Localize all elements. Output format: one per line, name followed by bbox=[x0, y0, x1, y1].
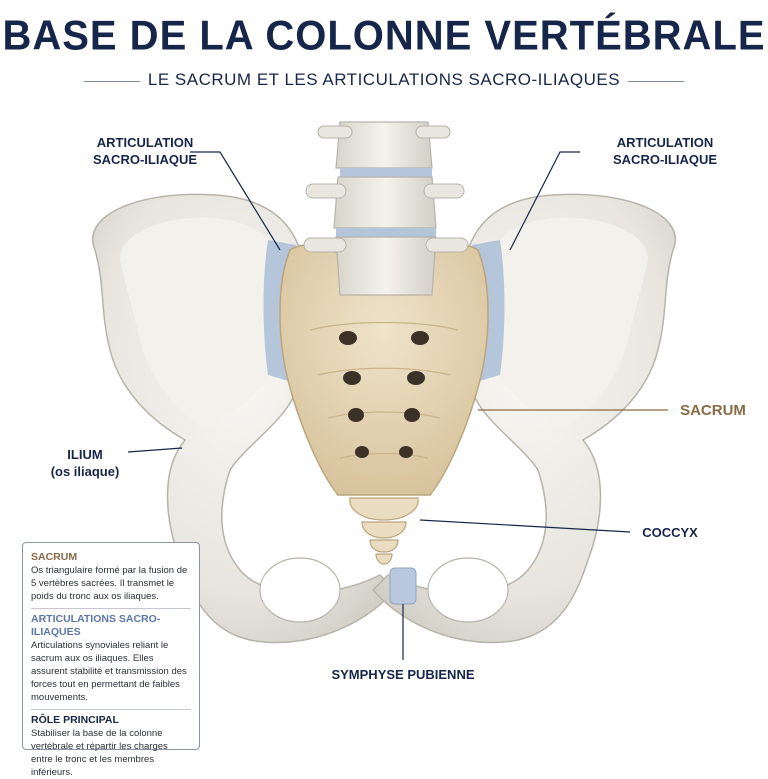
info-si-heading: ARTICULATIONS SACRO-ILIAQUES bbox=[31, 613, 161, 638]
ilium-label-line1: ILIUM bbox=[67, 447, 103, 462]
subtitle: LE SACRUM ET LES ARTICULATIONS SACRO-ILI… bbox=[84, 70, 684, 90]
pubic-symphysis bbox=[389, 567, 417, 605]
page-title: BASE DE LA COLONNE VERTÉBRALE bbox=[2, 12, 766, 60]
coccyx-bone bbox=[349, 497, 419, 565]
right-obturator-foramen bbox=[427, 557, 509, 623]
sacral-foramina bbox=[339, 331, 429, 458]
sacral-ridge-4 bbox=[339, 452, 429, 459]
info-box: SACRUM Os triangulaire formé par la fusi… bbox=[22, 542, 200, 778]
info-divider bbox=[31, 709, 191, 710]
si-left-label-line1: ARTICULATION bbox=[96, 135, 194, 150]
symphysis-label: SYMPHYSE PUBIENNE bbox=[331, 667, 475, 682]
coccyx-label: COCCYX bbox=[642, 525, 698, 540]
subtitle-text: LE SACRUM ET LES ARTICULATIONS SACRO-ILI… bbox=[139, 70, 629, 89]
info-role-text: Stabiliser la base de la colonne vertébr… bbox=[31, 728, 168, 778]
si-right-label-line1: ARTICULATION bbox=[616, 135, 714, 150]
left-iliac-fossa bbox=[120, 217, 280, 430]
sacral-ridge-2 bbox=[317, 367, 451, 376]
si-right-label-line2: SACRO-ILIAQUE bbox=[613, 152, 717, 167]
si-left-label-line2: SACRO-ILIAQUE bbox=[93, 152, 197, 167]
lumbar-spine bbox=[303, 121, 469, 296]
si-joint-left-label: ARTICULATION SACRO-ILIAQUE bbox=[70, 134, 220, 168]
left-obturator-foramen bbox=[259, 557, 341, 623]
ilium-label: ILIUM (os iliaque) bbox=[40, 446, 130, 480]
right-iliac-fossa bbox=[488, 217, 648, 430]
subtitle-row: LE SACRUM ET LES ARTICULATIONS SACRO-ILI… bbox=[84, 70, 684, 94]
leader-lines bbox=[127, 151, 631, 660]
sacrum-label: SACRUM bbox=[680, 402, 746, 419]
info-divider bbox=[31, 608, 191, 609]
info-sacrum-text: Os triangulaire formé par la fusion de 5… bbox=[31, 565, 188, 602]
sacral-ridge-3 bbox=[327, 411, 441, 419]
info-si-text: Articulations synoviales reliant le sacr… bbox=[31, 640, 187, 703]
ilium-label-line2: (os iliaque) bbox=[50, 464, 120, 479]
sacral-ridge-1 bbox=[309, 321, 459, 331]
info-sacrum-heading: SACRUM bbox=[31, 551, 78, 563]
si-joint-right-label: ARTICULATION SACRO-ILIAQUE bbox=[590, 134, 740, 168]
info-role-heading: RÔLE PRINCIPAL bbox=[31, 714, 119, 726]
